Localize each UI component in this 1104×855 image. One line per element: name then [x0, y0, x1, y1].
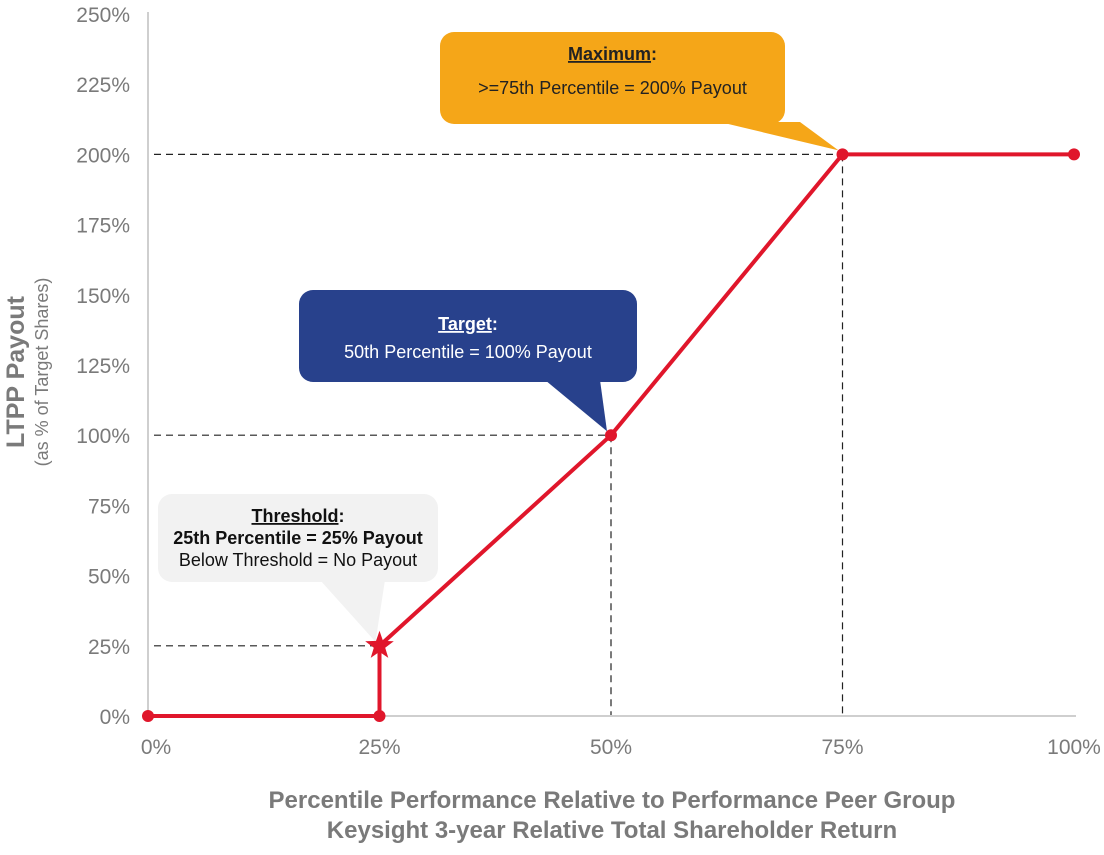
y-tick-label: 175% — [76, 215, 130, 238]
callout-box — [440, 32, 785, 124]
y-tick-label: 225% — [76, 74, 130, 97]
callout-heading: Maximum: — [568, 44, 657, 64]
data-point — [142, 710, 154, 722]
callout-heading: Threshold: — [251, 506, 344, 526]
y-tick-label: 50% — [88, 566, 130, 589]
reference-lines — [154, 153, 844, 716]
data-point — [373, 710, 386, 722]
y-tick-labels: 0% 25% 50% 75% 100% 125% 150% 175% 200% 225% 250% — [76, 4, 130, 729]
callout-text: Below Threshold = No Payout — [179, 550, 417, 570]
callout-box — [158, 494, 438, 582]
x-tick-label: 100% — [1047, 736, 1101, 759]
y-tick-label: 150% — [76, 285, 130, 308]
x-tick-label: 0% — [141, 736, 171, 759]
x-tick-label: 75% — [821, 736, 863, 759]
y-tick-label: 25% — [88, 636, 130, 659]
data-point — [1068, 148, 1080, 161]
target-callout: Target: 50th Percentile = 100% Payout — [299, 290, 637, 432]
x-tick-label: 50% — [590, 736, 632, 759]
callout-text: 25th Percentile = 25% Payout — [173, 528, 423, 548]
callout-heading: Target: — [438, 314, 498, 334]
callout-text: >=75th Percentile = 200% Payout — [478, 78, 747, 98]
series-polyline — [148, 152, 1074, 718]
y-tick-label: 75% — [88, 495, 130, 518]
y-tick-label: 250% — [76, 4, 130, 27]
x-axis-title-line-2: Keysight 3-year Relative Total Sharehold… — [327, 817, 897, 844]
callouts: Maximum: >=75th Percentile = 200% PayoutT… — [158, 32, 839, 642]
data-point-star — [365, 630, 394, 658]
callout-pointer — [320, 580, 385, 642]
series-line — [142, 148, 1080, 722]
data-point — [836, 148, 849, 161]
x-axis-title-line-1: Percentile Performance Relative to Perfo… — [269, 787, 956, 814]
y-axis-subtitle: (as % of Target Shares) — [32, 278, 52, 467]
callout-pointer — [720, 122, 839, 151]
y-tick-label: 100% — [76, 425, 130, 448]
threshold-callout: Threshold:25th Percentile = 25% PayoutBe… — [158, 494, 438, 642]
maximum-callout: Maximum: >=75th Percentile = 200% Payout — [440, 32, 839, 151]
y-tick-label: 125% — [76, 355, 130, 378]
x-tick-label: 25% — [358, 736, 400, 759]
x-tick-labels: 0% 25% 50% 75% 100% — [141, 736, 1101, 759]
y-tick-label: 200% — [76, 144, 130, 167]
callout-box — [299, 290, 637, 382]
callout-pointer — [545, 380, 607, 432]
y-tick-label: 0% — [100, 706, 130, 729]
y-axis-title: LTPP Payout — [2, 295, 30, 448]
callout-text: 50th Percentile = 100% Payout — [344, 342, 592, 362]
data-point — [605, 429, 617, 442]
